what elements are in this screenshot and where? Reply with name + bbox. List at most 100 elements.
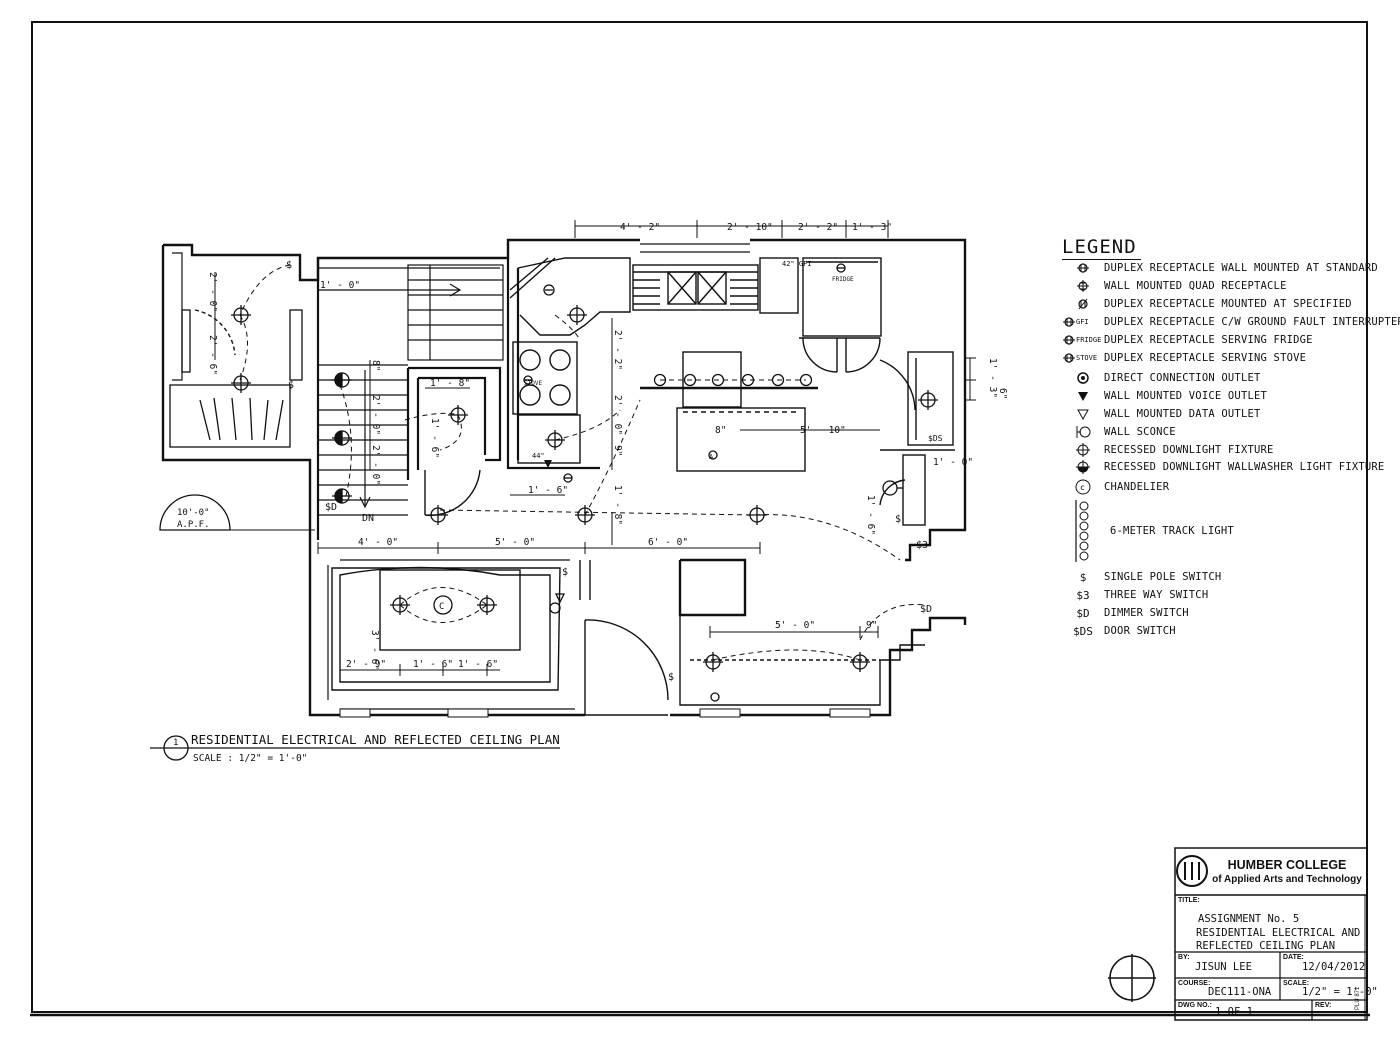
svg-text:$: $ <box>562 567 568 578</box>
legend-label: DUPLEX RECEPTACLE WALL MOUNTED AT STANDA… <box>1104 262 1378 274</box>
title-line-2: RESIDENTIAL ELECTRICAL AND <box>1196 927 1361 939</box>
date-label: DATE: <box>1283 954 1304 961</box>
dim-mid-2: 5' - 0" <box>495 537 535 548</box>
legend-item: DUPLEX RECEPTACLE WALL MOUNTED AT STANDA… <box>1062 260 1378 276</box>
legend-label: WALL SCONCE <box>1104 426 1176 438</box>
dim-kitchen-1: 2' - 2" <box>612 330 623 370</box>
dim-stair-3: 2' - 0" <box>370 445 381 485</box>
label-dn: DN <box>362 513 374 524</box>
legend-label: RECESSED DOWNLIGHT WALLWASHER LIGHT FIXT… <box>1104 461 1385 473</box>
voice-icon <box>1062 390 1104 402</box>
sheet-border <box>31 21 1368 1013</box>
course-value: DEC111-ONA <box>1208 986 1272 998</box>
legend-item: c CHANDELIER <box>1062 479 1169 495</box>
svg-text:$: $ <box>288 380 294 391</box>
sconce-icon <box>1062 424 1104 440</box>
dim-living-1: 2' - 9" <box>346 659 386 670</box>
svg-text:c: c <box>1080 483 1085 492</box>
dim-kitchen-2: 2' - 0" <box>612 395 623 435</box>
label-door-switch: $DS <box>928 434 943 443</box>
dim-island-overhang: 8" <box>715 425 726 436</box>
height-sub: A.P.F. <box>177 520 210 530</box>
dwg-value: 1 OF 1 <box>1215 1006 1253 1018</box>
legend-label: WALL MOUNTED DATA OUTLET <box>1104 408 1261 420</box>
svg-text:$D: $D <box>920 604 932 615</box>
dim-bath-1: 2' - 0" <box>207 272 218 312</box>
label-chandelier: C <box>439 602 444 612</box>
washer-icon <box>1062 459 1104 475</box>
plan-scale: SCALE : 1/2" = 1'-0" <box>193 753 307 764</box>
door-icon: $DS <box>1073 624 1093 638</box>
dim-dining-1: 5' - 0" <box>775 620 815 631</box>
legend-item: DUPLEX RECEPTACLE MOUNTED AT SPECIFIED <box>1062 296 1352 312</box>
rev-label: REV: <box>1315 1002 1332 1009</box>
legend-label: DUPLEX RECEPTACLE SERVING STOVE <box>1104 352 1307 364</box>
stove-icon: STOVE <box>1062 351 1104 365</box>
duplex-icon <box>1062 261 1104 275</box>
svg-text:$: $ <box>286 260 292 271</box>
college-name: HUMBER COLLEGE <box>1227 858 1347 872</box>
legend-item: WALL MOUNTED VOICE OUTLET <box>1062 388 1267 404</box>
legend-label: WALL MOUNTED VOICE OUTLET <box>1104 390 1268 402</box>
dim-living-3: 1' - 6" <box>458 659 498 670</box>
svg-text:$: $ <box>895 514 901 525</box>
dim-living-2: 1' - 6" <box>413 659 453 670</box>
dim-living-side: 3' - 6" <box>369 630 380 670</box>
by-label: BY: <box>1178 954 1190 961</box>
scale-label: SCALE: <box>1283 980 1310 987</box>
legend-label: 6-METER TRACK LIGHT <box>1110 525 1234 537</box>
dim-kitchen-3: 1' - 8" <box>612 485 623 525</box>
legend-label: SINGLE POLE SWITCH <box>1104 571 1222 583</box>
dim-closet-2: 1' - 6" <box>429 418 440 458</box>
dim-kitchen-bottom: 1' - 6" <box>528 485 568 496</box>
label-fridge: FRIDGE <box>832 276 854 283</box>
north-arrow-icon <box>1108 954 1156 1002</box>
svg-text:$D: $D <box>325 502 337 513</box>
label-stove: STOVE <box>524 380 542 387</box>
dim-right-2: 6" <box>997 388 1008 399</box>
legend-label: DIMMER SWITCH <box>1104 607 1189 619</box>
ceiling-height-tag: 10'-0" A.P.F. <box>159 494 315 531</box>
legend-item: DIRECT CONNECTION OUTLET <box>1062 370 1261 386</box>
label-direct-outlet: A <box>709 453 714 461</box>
legend-label: DUPLEX RECEPTACLE C/W GROUND FAULT INTER… <box>1104 316 1400 328</box>
gfi-icon: GFI <box>1062 315 1104 329</box>
label-gfi-44: 44" <box>532 452 545 460</box>
dwg-label: DWG NO.: <box>1178 1002 1212 1009</box>
dim-utility: 1' - 0" <box>933 457 973 468</box>
dim-island: 5' - 10" <box>800 425 846 436</box>
data-icon <box>1062 408 1104 420</box>
legend-item: RECESSED DOWNLIGHT FIXTURE <box>1062 442 1274 458</box>
svg-text:$: $ <box>668 672 674 683</box>
legend-label: RECESSED DOWNLIGHT FIXTURE <box>1104 444 1274 456</box>
legend-label: DUPLEX RECEPTACLE MOUNTED AT SPECIFIED <box>1104 298 1352 310</box>
legend-label: CHANDELIER <box>1104 481 1170 493</box>
legend-title: LEGEND <box>1062 236 1141 260</box>
direct-icon <box>1062 371 1104 385</box>
dimension-lines <box>214 220 976 676</box>
title-block-frame <box>1174 847 1368 1021</box>
height-value: 10'-0" <box>177 508 210 518</box>
dim-dining-2: 9" <box>866 620 877 631</box>
by-value: JISUN LEE <box>1195 961 1252 973</box>
legend-item: $DS DOOR SWITCH <box>1062 623 1176 639</box>
dim-bath-2: 2' - 6" <box>207 335 218 375</box>
floor-plan <box>161 238 967 718</box>
dim-closet: 1' - 8" <box>430 378 470 389</box>
svg-text:$3: $3 <box>916 540 928 551</box>
legend-item: RECESSED DOWNLIGHT WALLWASHER LIGHT FIXT… <box>1062 459 1384 475</box>
college-subtitle: of Applied Arts and Technology <box>1212 874 1362 885</box>
legend-item: WALL MOUNTED QUAD RECEPTACLE <box>1062 278 1287 294</box>
downlight-fixtures <box>231 263 938 702</box>
legend-item: 6-METER TRACK LIGHT <box>1062 498 1234 564</box>
plan-title: RESIDENTIAL ELECTRICAL AND REFLECTED CEI… <box>191 732 560 747</box>
legend-label: DOOR SWITCH <box>1104 625 1176 637</box>
legend-item: WALL SCONCE <box>1062 424 1176 440</box>
course-label: COURSE: <box>1178 980 1211 987</box>
dim-utility-2: 1' - 6" <box>865 495 876 535</box>
dim-right-1: 1' - 3" <box>987 358 998 398</box>
